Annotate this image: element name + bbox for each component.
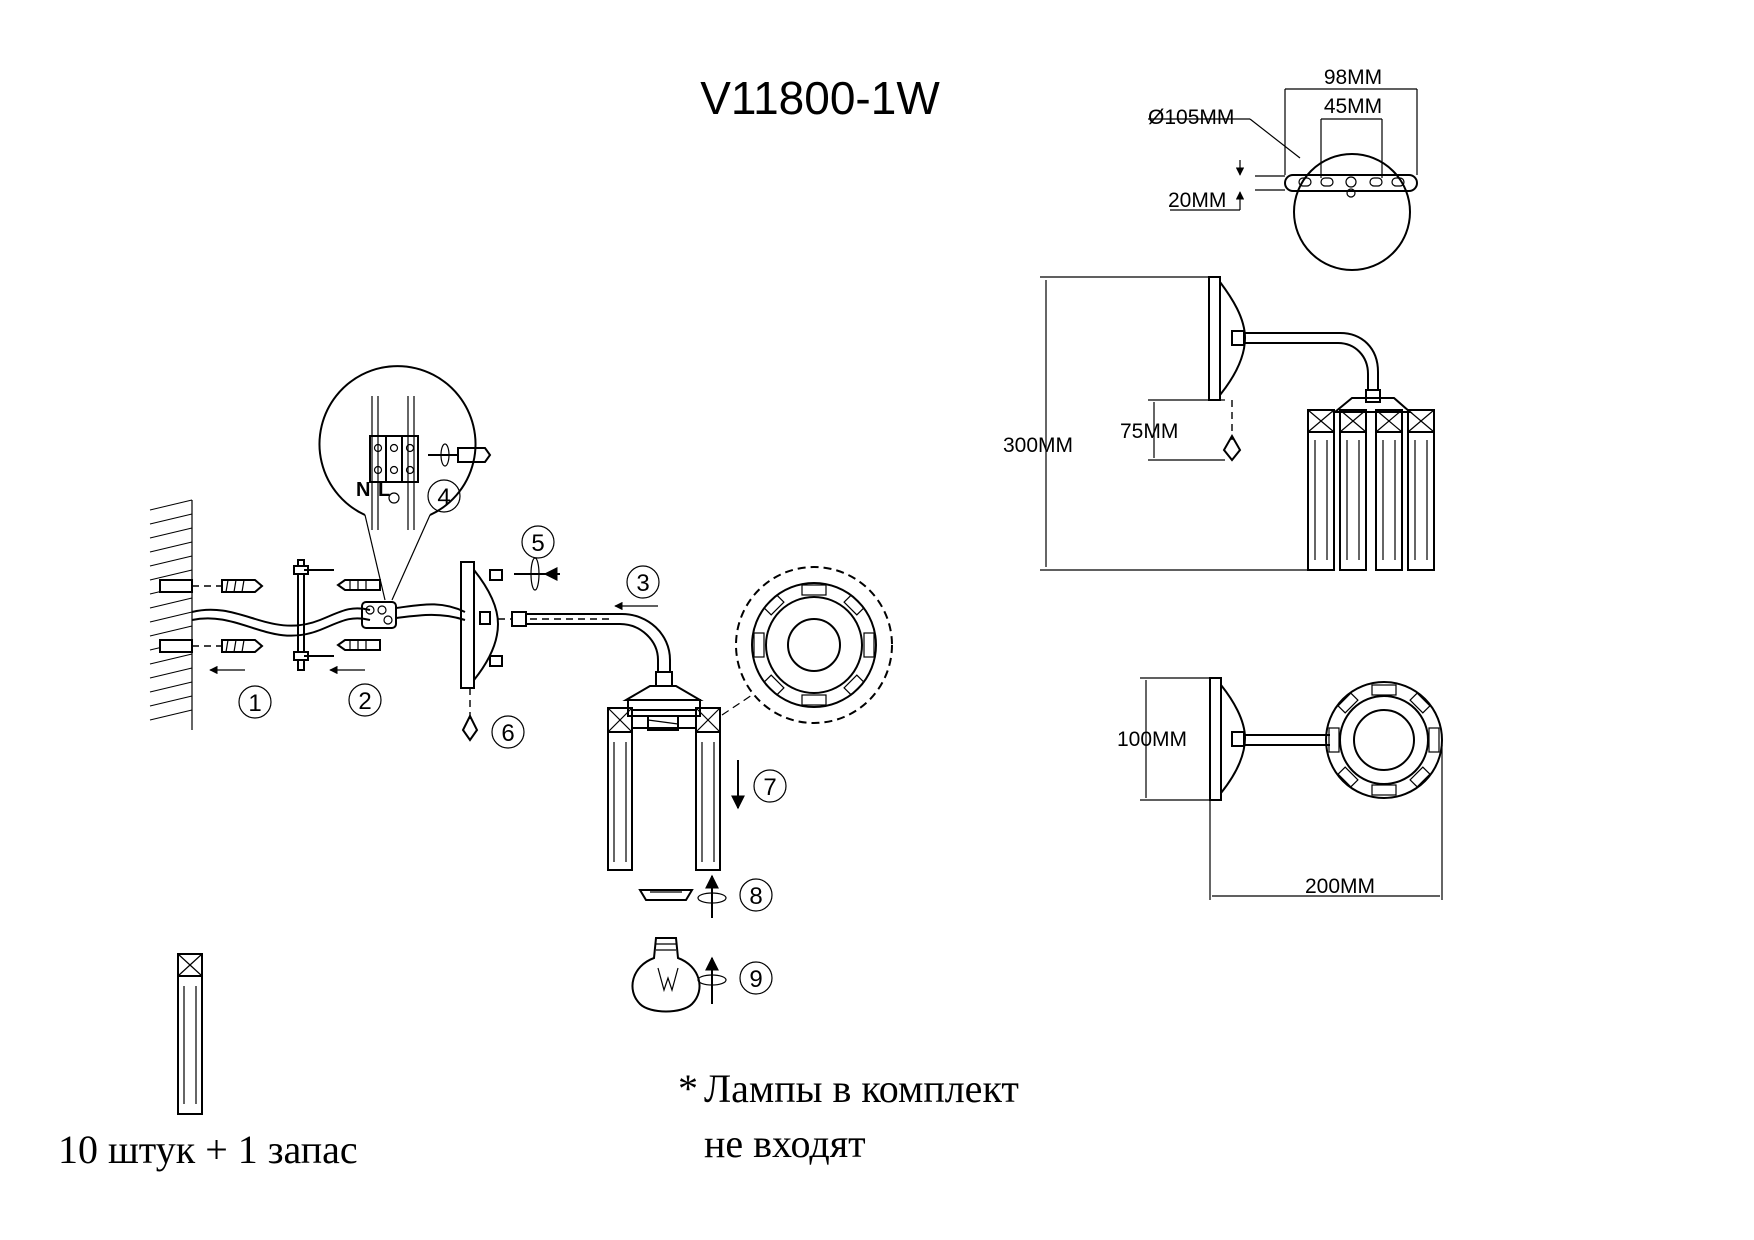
assembly-view [149, 365, 893, 1013]
side-view [1040, 276, 1435, 571]
step-marker-8 [739, 878, 773, 912]
step-6-label: 6 [501, 720, 514, 747]
model-title: V11800-1W [700, 72, 940, 124]
bulb-note-line2: не входят [704, 1121, 866, 1166]
step-marker-5 [521, 525, 555, 559]
side-crystals [1307, 409, 1435, 571]
step-9-label: 9 [749, 966, 762, 993]
step-markers: 1 2 3 4 5 6 7 8 9 [238, 479, 787, 995]
mounting-plate-top-view [1148, 88, 1418, 271]
step-2-label: 2 [358, 688, 371, 715]
step-4-label: 4 [437, 484, 450, 511]
step-marker-9 [739, 961, 773, 995]
step-marker-6 [491, 715, 525, 749]
live-label: L [378, 479, 390, 501]
dim-projection: 200MM [1305, 875, 1375, 898]
step-marker-4 [427, 479, 461, 513]
dim-plate-width: 98MM [1324, 66, 1382, 89]
dim-height: 300MM [1003, 434, 1073, 457]
step-1-label: 1 [248, 690, 261, 717]
dim-base-height: 100MM [1117, 728, 1187, 751]
step-8-label: 8 [749, 883, 762, 910]
step-marker-7 [753, 769, 787, 803]
bulb-note-line1: Лампы в комплект [704, 1066, 1019, 1111]
step-marker-2 [348, 683, 382, 717]
dim-chain: 75MM [1120, 420, 1178, 443]
dim-plate-depth: 20MM [1168, 189, 1226, 212]
step-5-label: 5 [531, 530, 544, 557]
step-marker-3 [626, 565, 660, 599]
spare-crystal [177, 953, 203, 1115]
top-view [1140, 677, 1443, 900]
neutral-label: N [356, 479, 370, 501]
dim-plate-diameter: Ø105MM [1148, 106, 1234, 129]
step-3-label: 3 [636, 570, 649, 597]
step-7-label: 7 [763, 774, 776, 801]
dim-hole-spacing: 45MM [1324, 95, 1382, 118]
step-marker-1 [238, 685, 272, 719]
note-asterisk: * [678, 1066, 698, 1111]
crystals-count-note: 10 штук + 1 запас [58, 1127, 358, 1172]
